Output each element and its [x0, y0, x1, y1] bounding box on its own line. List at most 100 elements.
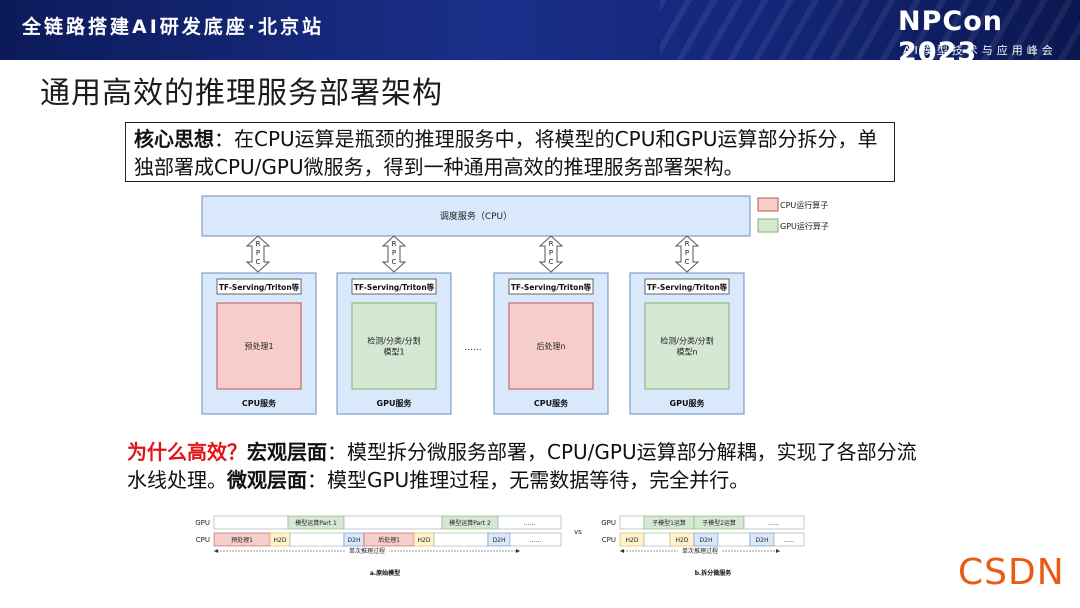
rpc-letter: P	[392, 249, 396, 257]
rpc-arrow	[538, 235, 564, 273]
rpc-arrow	[381, 235, 407, 273]
legend-cpu-swatch	[757, 197, 779, 212]
core-idea-box: 核心思想：在CPU运算是瓶颈的推理服务中，将模型的CPU和GPU运算部分拆分，单…	[125, 122, 895, 182]
span-label: 单次推理过程	[349, 547, 385, 555]
timeline-cell-label: ......	[524, 520, 536, 527]
timeline-cell-label: 后处理1	[378, 536, 400, 544]
timeline-row-label: CPU	[602, 536, 616, 544]
timeline-cell	[289, 532, 345, 547]
timeline-cell-label: D2H	[700, 537, 713, 544]
service-footer-label: GPU服务	[377, 398, 413, 408]
scheduler-label: 调度服务（CPU）	[440, 210, 512, 222]
core-idea-text: ：在CPU运算是瓶颈的推理服务中，将模型的CPU和GPU运算部分拆分，单独部署成…	[134, 127, 878, 179]
timeline-caption: a.原始模型	[370, 569, 400, 577]
timeline-cell-label: D2H	[756, 537, 769, 544]
service-header-box	[644, 278, 730, 295]
timeline-cell	[343, 515, 443, 530]
timeline-cell-label: 子模型2运算	[702, 519, 736, 527]
header-banner: 全链路搭建AI研发底座·北京站 NPCon 2023 AI模型技术与应用峰会	[0, 0, 1080, 60]
header-decoration	[660, 0, 1080, 60]
timeline-cell	[773, 532, 805, 547]
span-label: 单次推理过程	[682, 547, 718, 555]
operator-label: 检测/分类/分割	[367, 336, 420, 346]
rpc-letter: P	[685, 249, 689, 257]
operator-label: 检测/分类/分割	[660, 336, 713, 346]
service-header-box	[508, 278, 594, 295]
span-label-bg	[678, 547, 722, 554]
scheduler-box	[201, 195, 751, 237]
service-footer-label: CPU服务	[534, 398, 569, 408]
timeline-cell-label: ......	[783, 537, 795, 544]
legend-gpu-label: GPU运行算子	[780, 221, 829, 231]
timeline-cell	[717, 532, 751, 547]
timeline-cell-label: 子模型1运算	[652, 519, 686, 527]
macro-text: ：模型拆分微服务部署，CPU/GPU运算部分解耦，实现了各部分流水线处理。	[127, 440, 917, 492]
timeline-cell-label: D2H	[493, 537, 506, 544]
timeline-cell-label: H2D	[626, 537, 639, 544]
operator-label: 预处理1	[244, 341, 273, 351]
rpc-letter: C	[256, 258, 261, 266]
event-title: 全链路搭建AI研发底座·北京站	[22, 16, 324, 38]
gpu-operator-box	[351, 302, 437, 390]
rpc-letter: P	[256, 249, 260, 257]
timeline-cell	[213, 515, 289, 530]
timeline-cell	[509, 532, 562, 547]
legend-cpu-label: CPU运行算子	[780, 200, 828, 210]
rpc-letter: C	[549, 258, 554, 266]
rpc-letter: C	[392, 258, 397, 266]
timeline-cell-label: H2D	[676, 537, 689, 544]
rpc-letter: R	[256, 240, 261, 248]
rpc-arrow	[674, 235, 700, 273]
rpc-letter: C	[685, 258, 690, 266]
npcon-subtitle: AI模型技术与应用峰会	[903, 44, 1057, 57]
macro-label: 宏观层面	[247, 440, 327, 464]
why-efficient-text: 为什么高效？宏观层面：模型拆分微服务部署，CPU/GPU运算部分解耦，实现了各部…	[127, 438, 927, 494]
service-header-box	[351, 278, 437, 295]
timeline-cell	[743, 515, 805, 530]
services-ellipsis: ......	[464, 343, 481, 353]
service-header-label: TF-Serving/Triton等	[354, 282, 435, 292]
timeline-cell	[643, 532, 671, 547]
legend-gpu-swatch	[757, 218, 779, 233]
cpu-operator-box	[508, 302, 594, 390]
timeline-cell	[433, 532, 489, 547]
rpc-letter: R	[392, 240, 397, 248]
timeline-row-label: GPU	[195, 519, 210, 527]
services-group: RPCTF-Serving/Triton等预处理1CPU服务RPCTF-Serv…	[201, 235, 745, 415]
timeline-row-label: GPU	[601, 519, 616, 527]
micro-text: ：模型GPU推理过程，无需数据等待，完全并行。	[307, 468, 750, 492]
span-label-bg	[345, 547, 389, 554]
timeline-cell-label: D2H	[348, 537, 361, 544]
timeline-cell-label: 模型运算Part 2	[449, 519, 491, 527]
timeline-caption: b.拆分微服务	[695, 569, 733, 577]
core-idea-label: 核心思想	[134, 127, 214, 151]
why-question: 为什么高效？	[127, 440, 247, 464]
timeline-cell-label: H2D	[418, 537, 431, 544]
npcon-logo: NPCon 2023	[898, 6, 1003, 60]
timeline-cell-label: 预处理1	[231, 536, 253, 544]
cpu-operator-box	[216, 302, 302, 390]
service-header-label: TF-Serving/Triton等	[511, 282, 592, 292]
operator-label: 模型1	[383, 347, 404, 357]
service-header-box	[216, 278, 302, 295]
timeline-cell	[497, 515, 562, 530]
timeline-cell-label: H2D	[274, 537, 287, 544]
csdn-logo: CSDN	[958, 552, 1065, 593]
service-footer-label: GPU服务	[670, 398, 706, 408]
operator-label: 后处理n	[536, 341, 565, 351]
service-header-label: TF-Serving/Triton等	[219, 282, 300, 292]
rpc-letter: R	[685, 240, 690, 248]
rpc-letter: P	[549, 249, 553, 257]
rpc-letter: R	[549, 240, 554, 248]
page-title: 通用高效的推理服务部署架构	[40, 76, 443, 111]
timeline-cell-label: ......	[530, 537, 542, 544]
operator-label: 模型n	[676, 347, 697, 357]
vs-label: vs	[574, 528, 582, 536]
rpc-arrow	[245, 235, 271, 273]
timeline-cell-label: 模型运算Part 1	[295, 519, 337, 527]
gpu-operator-box	[644, 302, 730, 390]
